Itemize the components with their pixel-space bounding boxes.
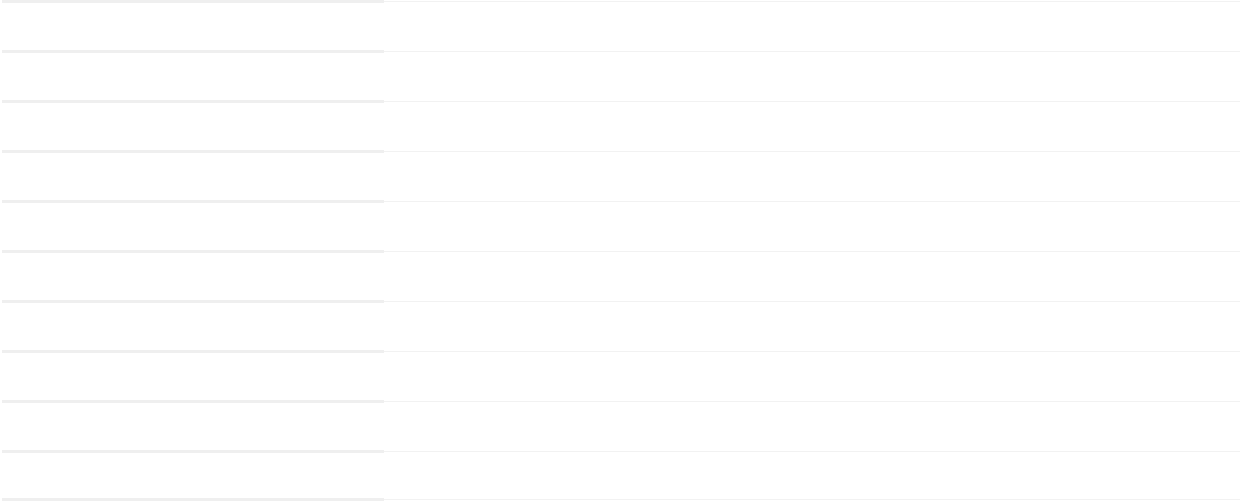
- row-label: [2, 303, 392, 349]
- row-divider: [384, 301, 1240, 302]
- row-value: [384, 453, 1242, 499]
- row-divider: [384, 51, 1240, 52]
- table-row: [0, 250, 1242, 300]
- row-label: [2, 253, 392, 299]
- row-divider: [384, 401, 1240, 402]
- table-row: [0, 50, 1242, 100]
- table-row: [0, 200, 1242, 250]
- row-divider: [2, 150, 384, 153]
- row-label: [2, 53, 392, 99]
- row-value: [384, 53, 1242, 99]
- row-label: [2, 103, 392, 149]
- table-row: [0, 100, 1242, 150]
- table-row: [0, 400, 1242, 450]
- row-value: [384, 303, 1242, 349]
- row-divider: [2, 100, 384, 103]
- table-bottom-divider: [2, 498, 384, 501]
- row-label: [2, 453, 392, 499]
- row-divider: [384, 251, 1240, 252]
- row-value: [384, 203, 1242, 249]
- row-value: [384, 103, 1242, 149]
- row-divider: [384, 101, 1240, 102]
- table-bottom-divider: [384, 499, 1240, 500]
- row-divider: [2, 400, 384, 403]
- row-label: [2, 203, 392, 249]
- row-value: [384, 253, 1242, 299]
- row-label: [2, 403, 392, 449]
- row-divider: [384, 351, 1240, 352]
- row-value: [384, 353, 1242, 399]
- row-value: [384, 3, 1242, 49]
- table-row: [0, 350, 1242, 400]
- row-divider: [2, 0, 384, 3]
- table-row: [0, 450, 1242, 500]
- row-divider: [384, 451, 1240, 452]
- row-divider: [2, 200, 384, 203]
- row-value: [384, 153, 1242, 199]
- table-row: [0, 150, 1242, 200]
- row-label: [2, 153, 392, 199]
- row-divider: [2, 450, 384, 453]
- row-divider: [384, 201, 1240, 202]
- row-divider: [384, 151, 1240, 152]
- row-value: [384, 403, 1242, 449]
- table-row: [0, 300, 1242, 350]
- row-divider: [2, 50, 384, 53]
- row-divider: [2, 300, 384, 303]
- row-divider: [384, 1, 1240, 2]
- row-label: [2, 353, 392, 399]
- table-row: [0, 0, 1242, 50]
- row-divider: [2, 250, 384, 253]
- row-label: [2, 3, 392, 49]
- row-divider: [2, 350, 384, 353]
